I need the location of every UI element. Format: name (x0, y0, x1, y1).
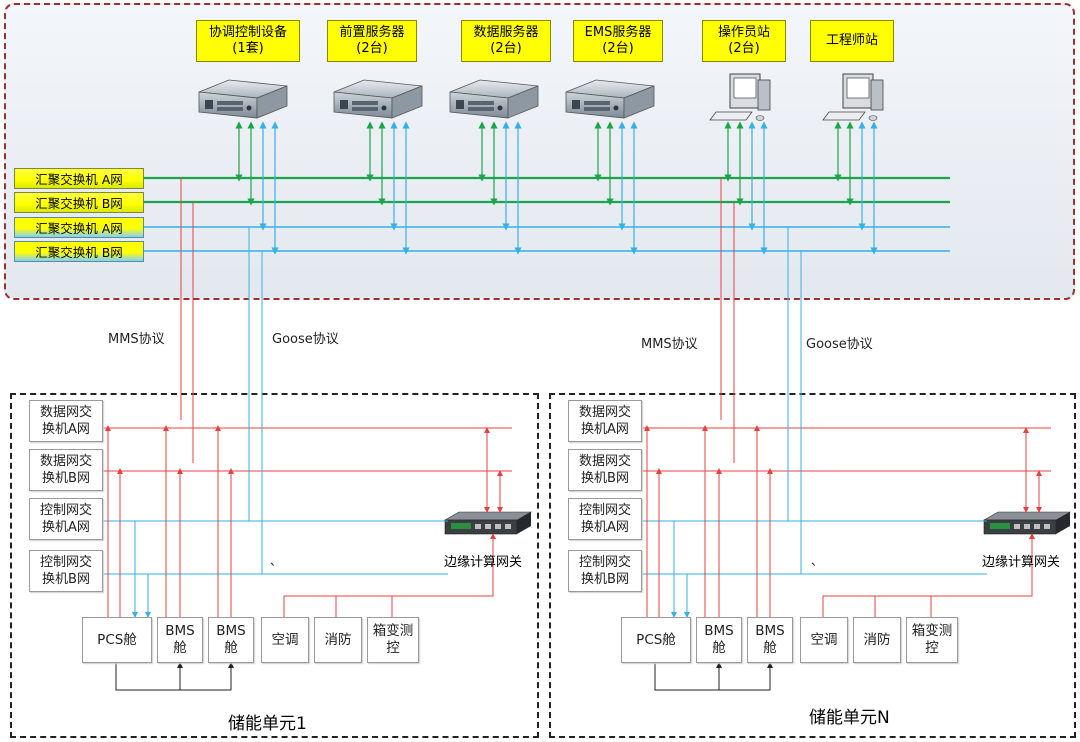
unit-n-data-switch-a: 数据网交 换机A网 (568, 400, 642, 442)
coordination-controller-label: 协调控制设备 (1套) (196, 20, 300, 62)
unit-n-aux-bus (822, 533, 1035, 617)
unit-1-hvac: 空调 (261, 617, 309, 663)
unit-n-data-switch-b: 数据网交 换机B网 (568, 449, 642, 491)
unit-1-mark: 、 (270, 554, 283, 568)
engineer-station-label: 工程师站 (810, 20, 894, 62)
unit-1-bms-cabin-2: BMS 舱 (208, 617, 254, 663)
front-end-server-icon (333, 79, 423, 119)
unit-1-frame (10, 393, 539, 738)
unit-1-edge-gateway-icon (443, 511, 533, 535)
unit-1-mms-label: MMS协议 (108, 332, 165, 347)
unit-1-data-switch-b: 数据网交 换机B网 (29, 449, 103, 491)
unit-n-pcs-bms-loop (654, 662, 773, 691)
ems-server-icon (565, 79, 655, 119)
coordination-controller-icon (198, 79, 288, 119)
unit-1-bms-cabin-1: BMS 舱 (157, 617, 203, 663)
ems-server-label: EMS服务器 (2台) (573, 20, 663, 62)
unit-n-goose-label: Goose协议 (806, 337, 873, 352)
unit-n-box-transformer-monitor: 箱变测 控 (906, 617, 958, 663)
data-server-icon (449, 79, 539, 119)
unit-1-title: 储能单元1 (228, 714, 307, 734)
unit-n-mms-label: MMS协议 (641, 337, 698, 352)
agg-switch-control-a-label: 汇聚交换机 A网 (14, 217, 144, 238)
operator-station-label: 操作员站 (2台) (702, 20, 786, 62)
unit-n-edge-gateway-label: 边缘计算网关 (982, 555, 1061, 570)
unit-1-control-switch-b: 控制网交 换机B网 (29, 550, 103, 592)
agg-switch-data-b-label: 汇聚交换机 B网 (14, 192, 144, 213)
unit-1-edge-gateway-label: 边缘计算网关 (444, 555, 523, 570)
unit-n-mark: 、 (811, 554, 824, 568)
engineer-station-icon (822, 73, 884, 121)
unit-n-pcs-cabin: PCS舱 (621, 617, 691, 663)
unit-n-fire-protection: 消防 (853, 617, 901, 663)
unit-n-edge-gateway-icon (982, 511, 1072, 535)
operator-station-icon (709, 73, 771, 121)
unit-1-aux-bus (283, 533, 496, 617)
unit-n-bms-cabin-1: BMS 舱 (696, 617, 742, 663)
unit-1-pcs-cabin: PCS舱 (82, 617, 152, 663)
unit-n-control-switch-b: 控制网交 换机B网 (568, 550, 642, 592)
unit-n-hvac: 空调 (800, 617, 848, 663)
unit-n-control-switch-a: 控制网交 换机A网 (568, 498, 642, 540)
agg-switch-control-b-label: 汇聚交换机 B网 (14, 241, 144, 262)
unit-1-goose-label: Goose协议 (272, 332, 339, 347)
unit-n-title: 储能单元N (809, 708, 890, 728)
unit-n-frame (549, 393, 1076, 738)
front-end-server-label: 前置服务器 (2台) (327, 20, 417, 62)
unit-1-data-switch-a: 数据网交 换机A网 (29, 400, 103, 442)
agg-switch-data-a-label: 汇聚交换机 A网 (14, 168, 144, 189)
unit-1-pcs-bms-loop (115, 662, 234, 691)
unit-1-control-switch-a: 控制网交 换机A网 (29, 498, 103, 540)
unit-1-fire-protection: 消防 (314, 617, 362, 663)
unit-n-bms-cabin-2: BMS 舱 (747, 617, 793, 663)
unit-1-box-transformer-monitor: 箱变测 控 (367, 617, 419, 663)
data-server-label: 数据服务器 (2台) (461, 20, 551, 62)
